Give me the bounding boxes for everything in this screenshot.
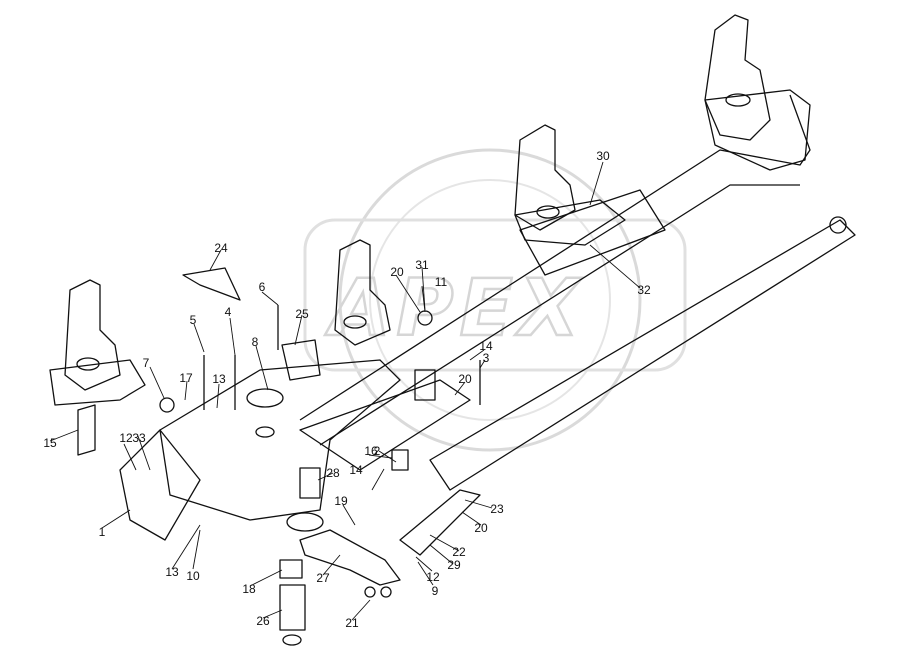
- callout-label: 20: [458, 372, 472, 386]
- watermark-gear-inner: [369, 179, 611, 421]
- callout-label: 28: [326, 466, 340, 480]
- callout-label: 4: [225, 305, 232, 319]
- right-tower-cap: [725, 93, 751, 107]
- nut-21b: [380, 586, 392, 598]
- callout-label: 1: [99, 525, 106, 539]
- swing-arm: [299, 529, 401, 586]
- callout-label: 21: [345, 616, 359, 630]
- bushing-spring: [279, 584, 306, 631]
- left-tower-base: [49, 359, 146, 406]
- callout-label: 31: [415, 258, 429, 272]
- bushing-upper: [279, 559, 303, 579]
- callout-label: 11: [435, 275, 448, 289]
- bracket-24: [182, 267, 241, 301]
- callout-label: 26: [256, 614, 270, 628]
- callout-label: 29: [447, 558, 461, 572]
- block-28: [299, 467, 321, 499]
- nut-21: [364, 586, 376, 598]
- callout-label: 20: [390, 265, 404, 279]
- callout-label: 33: [132, 431, 146, 445]
- rail-sleeve: [519, 189, 666, 276]
- left-tower-cap: [76, 357, 100, 371]
- central-bearing: [246, 388, 284, 408]
- callout-label: 27: [316, 571, 330, 585]
- bracket-25: [281, 339, 321, 381]
- main-rail-top: [299, 94, 811, 421]
- callout-label: 5: [190, 313, 197, 327]
- middle-tower-base: [514, 199, 626, 246]
- main-rail-bottom: [319, 184, 800, 446]
- diagonal-arm: [299, 379, 471, 471]
- bushing-cap: [282, 634, 302, 646]
- callout-label: 8: [252, 335, 259, 349]
- callout-label: 19: [334, 494, 348, 508]
- callout-label: 7: [143, 356, 150, 370]
- collar-7: [159, 397, 175, 413]
- callout-label: 12: [119, 431, 133, 445]
- callout-label: 9: [432, 584, 439, 598]
- callout-label: 14: [349, 463, 363, 477]
- callout-label: 3: [483, 351, 490, 365]
- swing-hub: [286, 512, 324, 532]
- central-hole: [255, 426, 275, 438]
- right-tower: [704, 14, 771, 141]
- pivot-shaft: [77, 404, 96, 456]
- callout-label: 25: [295, 307, 309, 321]
- inner-tower-cap: [343, 315, 367, 329]
- watermark-brand: APEX: [324, 264, 585, 354]
- middle-tower-cap: [536, 205, 560, 219]
- watermark: APEX: [303, 148, 687, 452]
- middle-tower: [514, 124, 576, 231]
- callout-label: 16: [364, 444, 378, 458]
- link-plate: [399, 489, 481, 556]
- lower-rail: [429, 219, 856, 491]
- callout-label: 10: [186, 569, 200, 583]
- callout-label: 2: [374, 444, 381, 458]
- lower-rail-eye: [829, 216, 847, 234]
- leader-lines: [49, 161, 641, 621]
- callout-label: 23: [490, 502, 504, 516]
- left-tower: [64, 279, 121, 391]
- callout-label: 22: [452, 545, 466, 559]
- frame-lineart: [49, 14, 856, 646]
- callout-label: 24: [214, 241, 228, 255]
- callout-label: 30: [596, 149, 610, 163]
- callout-label: 14: [479, 339, 493, 353]
- callout-label: 6: [259, 280, 266, 294]
- block-14: [414, 369, 436, 401]
- watermark-gear-ring: [338, 148, 642, 452]
- central-plate: [159, 359, 401, 521]
- callout-label: 15: [43, 436, 57, 450]
- callout-label: 13: [212, 372, 226, 386]
- callout-label: 32: [637, 283, 651, 297]
- key-16: [391, 449, 409, 471]
- inner-tower: [334, 239, 391, 346]
- left-arm: [119, 429, 201, 541]
- callout-label: 18: [242, 582, 256, 596]
- callout-label: 12: [426, 570, 440, 584]
- callout-label: 17: [179, 371, 193, 385]
- callout-label: 13: [165, 565, 179, 579]
- watermark-frame: [303, 218, 687, 372]
- callout-label: 20: [474, 521, 488, 535]
- right-tower-base: [704, 89, 811, 171]
- callout-labels: 1 2 3 4 5 6 7 8 9 10 11 12 12 13 13 14 1…: [43, 149, 651, 630]
